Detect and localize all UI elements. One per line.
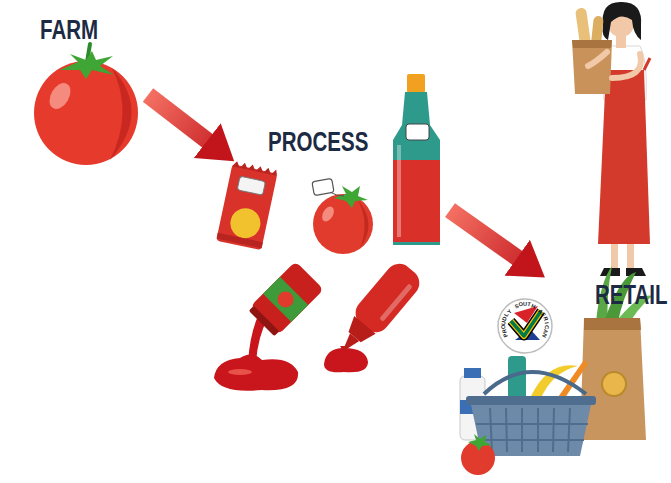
tomato-leaves — [468, 434, 492, 451]
basket-grid — [476, 408, 588, 452]
badge-letter: H — [530, 303, 536, 310]
bottle-nozzle — [340, 333, 359, 353]
jar — [247, 261, 323, 337]
badge-green — [511, 311, 541, 336]
jar-rim — [249, 306, 279, 336]
bag-fold — [572, 40, 612, 48]
basket-rim — [466, 396, 596, 405]
milk-cap — [464, 368, 481, 378]
bottle-shine — [379, 283, 412, 321]
bag-seal — [602, 372, 626, 396]
chip-bag — [216, 160, 278, 250]
badge-yellow — [511, 311, 541, 336]
badge-letter: U — [523, 302, 527, 308]
jar-tomato — [274, 288, 297, 311]
bag-fold — [584, 318, 641, 330]
stage-heading: FARM — [40, 17, 98, 44]
badge-letter: O — [518, 302, 523, 308]
hair — [603, 2, 642, 40]
badge-black — [511, 311, 541, 336]
stage-group: RETAIL — [455, 278, 671, 468]
ketchup-bottle — [324, 258, 425, 372]
badge-letter: I — [543, 322, 549, 324]
shopper — [572, 2, 650, 276]
badge — [498, 299, 552, 353]
tomato-shade — [358, 200, 369, 248]
spilling-jar — [214, 261, 324, 391]
badge-letter: C — [543, 325, 549, 329]
flow-arrow — [148, 95, 208, 141]
tomato-leaves — [60, 51, 114, 79]
neck — [616, 36, 626, 48]
badge-letter: O — [501, 325, 507, 330]
bottle-label — [406, 124, 429, 140]
bag-body — [216, 164, 277, 250]
sauce-bottle — [393, 74, 440, 245]
tagged-tomato — [312, 178, 373, 254]
badge-disc — [498, 299, 552, 353]
bag-chip — [228, 205, 264, 241]
price-tag — [312, 178, 334, 195]
tomato-shine — [320, 205, 337, 224]
apron — [598, 70, 650, 244]
jar-body — [250, 261, 324, 335]
bag-label — [237, 176, 265, 195]
tomato-body — [313, 194, 373, 254]
paper-bag — [572, 40, 612, 94]
badge-letter: N — [540, 332, 547, 338]
arm — [612, 54, 641, 78]
squeeze-bottle — [331, 258, 425, 361]
jar-label — [263, 277, 308, 322]
bag-crimp — [232, 160, 278, 175]
farm-tomato — [34, 44, 138, 165]
paper-bag — [580, 318, 646, 440]
carrot — [556, 360, 588, 402]
bottle-shine — [397, 145, 401, 237]
tomato-leaves — [334, 186, 368, 208]
tomato-shade — [110, 68, 132, 160]
ketchup-puddle — [324, 348, 368, 372]
paste-shine — [228, 369, 252, 375]
flow-arrow — [450, 210, 518, 258]
stage-heading: RETAIL — [595, 282, 668, 309]
arm — [588, 52, 607, 66]
basket-handle — [484, 372, 586, 394]
badge-letter: R — [541, 316, 548, 322]
bottle-cap — [407, 74, 425, 93]
tomato-shine — [45, 79, 75, 112]
bag-stripe — [217, 233, 263, 248]
stage-group: FARM — [30, 12, 148, 170]
stage-group: PROCESS — [235, 128, 450, 393]
bottle-glass — [393, 92, 440, 245]
stage-heading: PROCESS — [268, 129, 368, 156]
